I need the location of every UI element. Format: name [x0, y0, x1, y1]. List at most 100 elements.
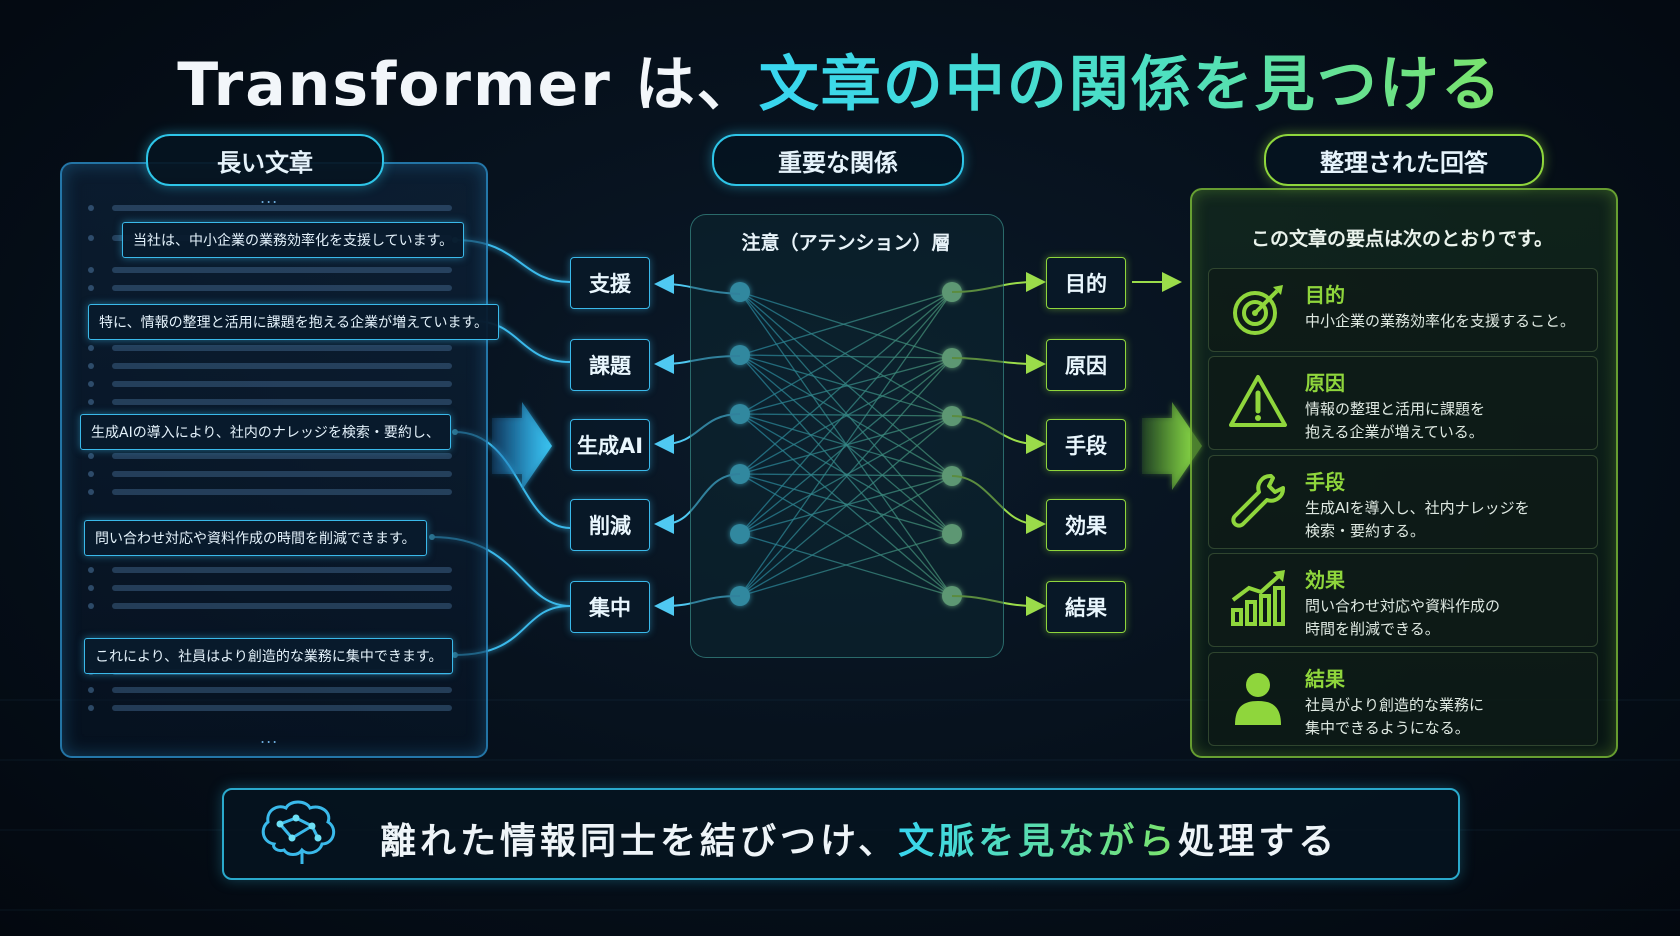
- attention-connection: [739, 354, 953, 359]
- document-text-line: [112, 453, 452, 459]
- answer-card-means: 手段 生成AIを導入し、社内ナレッジを 検索・要約する。: [1208, 455, 1598, 549]
- keyword-effect: 効果: [1046, 499, 1126, 551]
- ellipsis-top: ...: [260, 188, 279, 207]
- summary-bar: [222, 788, 1460, 880]
- answer-card-effect: 効果 問い合わせ対応や資料作成の 時間を削減できる。: [1208, 553, 1598, 647]
- document-text-line: [112, 285, 452, 291]
- summary-text: 離れた情報同士を結びつけ、文脈を見ながら処理する: [380, 812, 1338, 864]
- card-body-line: 社員がより創造的な業務に: [1305, 696, 1484, 714]
- document-line-marker: [88, 705, 94, 711]
- keyword-focus: 集中: [570, 581, 650, 633]
- document-text-line: [112, 705, 452, 711]
- header-important-relations: 重要な関係: [712, 134, 964, 186]
- keyword-purpose: 目的: [1046, 257, 1126, 309]
- document-line-marker: [88, 381, 94, 387]
- document-line-marker: [88, 585, 94, 591]
- summary-post: 処理する: [1178, 821, 1339, 862]
- document-line-marker: [88, 267, 94, 273]
- card-title: 原因: [1305, 371, 1345, 395]
- attention-connection: [739, 475, 953, 535]
- keyword-support: 支援: [570, 257, 650, 309]
- card-title: 目的: [1305, 283, 1345, 307]
- brain-network-icon: [261, 800, 336, 864]
- attention-connection: [739, 357, 953, 475]
- card-body-line: 情報の整理と活用に課題を: [1305, 400, 1486, 418]
- attention-connection: [739, 291, 953, 535]
- header-long-text: 長い文章: [146, 134, 384, 186]
- attention-connection: [739, 415, 953, 535]
- card-title: 効果: [1305, 568, 1345, 592]
- sentence-1: 当社は、中小企業の業務効率化を支援しています。: [122, 222, 465, 258]
- document-text-line: [112, 205, 452, 211]
- card-body-line: 集中できるようになる。: [1305, 719, 1470, 737]
- title-highlight: 文章の中の関係を見つける: [758, 50, 1503, 120]
- card-body-line: 抱える企業が増えている。: [1305, 423, 1484, 441]
- attention-layer-panel: [690, 214, 1004, 658]
- keyword-genai: 生成AI: [570, 419, 650, 471]
- attention-node-output: [942, 524, 962, 544]
- card-title: 手段: [1305, 470, 1345, 494]
- document-text-line: [112, 687, 452, 693]
- document-text-line: [112, 399, 452, 405]
- keyword-reduce: 削減: [570, 499, 650, 551]
- attention-connection: [739, 415, 953, 597]
- card-title: 結果: [1305, 667, 1345, 691]
- attention-connection: [739, 473, 953, 535]
- attention-connection: [739, 413, 953, 417]
- document-text-line: [112, 267, 452, 273]
- keyword-means: 手段: [1046, 419, 1126, 471]
- document-text-line: [112, 567, 452, 573]
- summary-pre: 離れた情報同士を結びつけ、: [380, 821, 899, 862]
- document-line-marker: [88, 285, 94, 291]
- attention-node-input: [730, 524, 750, 544]
- attention-connection: [739, 291, 953, 417]
- person-icon: [1235, 673, 1281, 725]
- wrench-icon: [1231, 474, 1285, 528]
- ellipsis-bottom: ...: [260, 728, 279, 747]
- keyword-issue: 課題: [570, 339, 650, 391]
- attention-node-input: [730, 282, 750, 302]
- card-body-line: 検索・要約する。: [1305, 522, 1426, 540]
- sentence-3: 生成AIの導入により、社内のナレッジを検索・要約し、: [80, 414, 451, 450]
- card-body-line: 生成AIを導入し、社内ナレッジを: [1305, 499, 1530, 517]
- document-line-marker: [88, 399, 94, 405]
- card-body-line: 時間を削減できる。: [1305, 620, 1440, 638]
- document-text-line: [112, 585, 452, 591]
- attention-connection: [739, 291, 953, 415]
- attention-connection: [739, 357, 953, 597]
- document-line-marker: [88, 471, 94, 477]
- keyword-cause: 原因: [1046, 339, 1126, 391]
- header-organized-answer: 整理された回答: [1264, 134, 1544, 186]
- answer-card-result: 結果 社員がより創造的な業務に 集中できるようになる。: [1208, 652, 1598, 746]
- keyword-result: 結果: [1046, 581, 1126, 633]
- growth-chart-icon: [1231, 570, 1285, 626]
- document-line-marker: [88, 603, 94, 609]
- answer-intro: この文章の要点は次のとおりです。: [1250, 228, 1554, 250]
- attention-connection: [739, 413, 953, 535]
- document-text-line: [112, 363, 452, 369]
- sentence-4: 問い合わせ対応や資料作成の時間を削減できます。: [84, 520, 427, 556]
- document-line-marker: [88, 687, 94, 693]
- document-line-marker: [88, 453, 94, 459]
- attention-connection: [739, 291, 953, 475]
- attention-layer-title: 注意（アテンション）層: [741, 232, 951, 254]
- document-text-line: [112, 471, 452, 477]
- attention-connection: [739, 475, 953, 597]
- document-line-marker: [88, 345, 94, 351]
- document-text-line: [112, 381, 452, 387]
- attention-connection: [739, 357, 953, 415]
- sentence-5: これにより、社員はより創造的な業務に集中できます。: [84, 638, 454, 674]
- card-body-line: 中小企業の業務効率化を支援すること。: [1305, 312, 1576, 330]
- document-text-line: [112, 345, 452, 351]
- document-text-line: [112, 603, 452, 609]
- document-line-marker: [88, 567, 94, 573]
- document-text-line: [112, 489, 452, 495]
- attention-connection: [739, 357, 953, 535]
- attention-connection: [739, 291, 953, 356]
- warning-icon: [1229, 375, 1287, 427]
- answer-card-cause: 原因 情報の整理と活用に課題を 抱える企業が増えている。: [1208, 356, 1598, 450]
- document-line-marker: [88, 205, 94, 211]
- target-icon: [1233, 285, 1283, 335]
- document-line-marker: [88, 235, 94, 241]
